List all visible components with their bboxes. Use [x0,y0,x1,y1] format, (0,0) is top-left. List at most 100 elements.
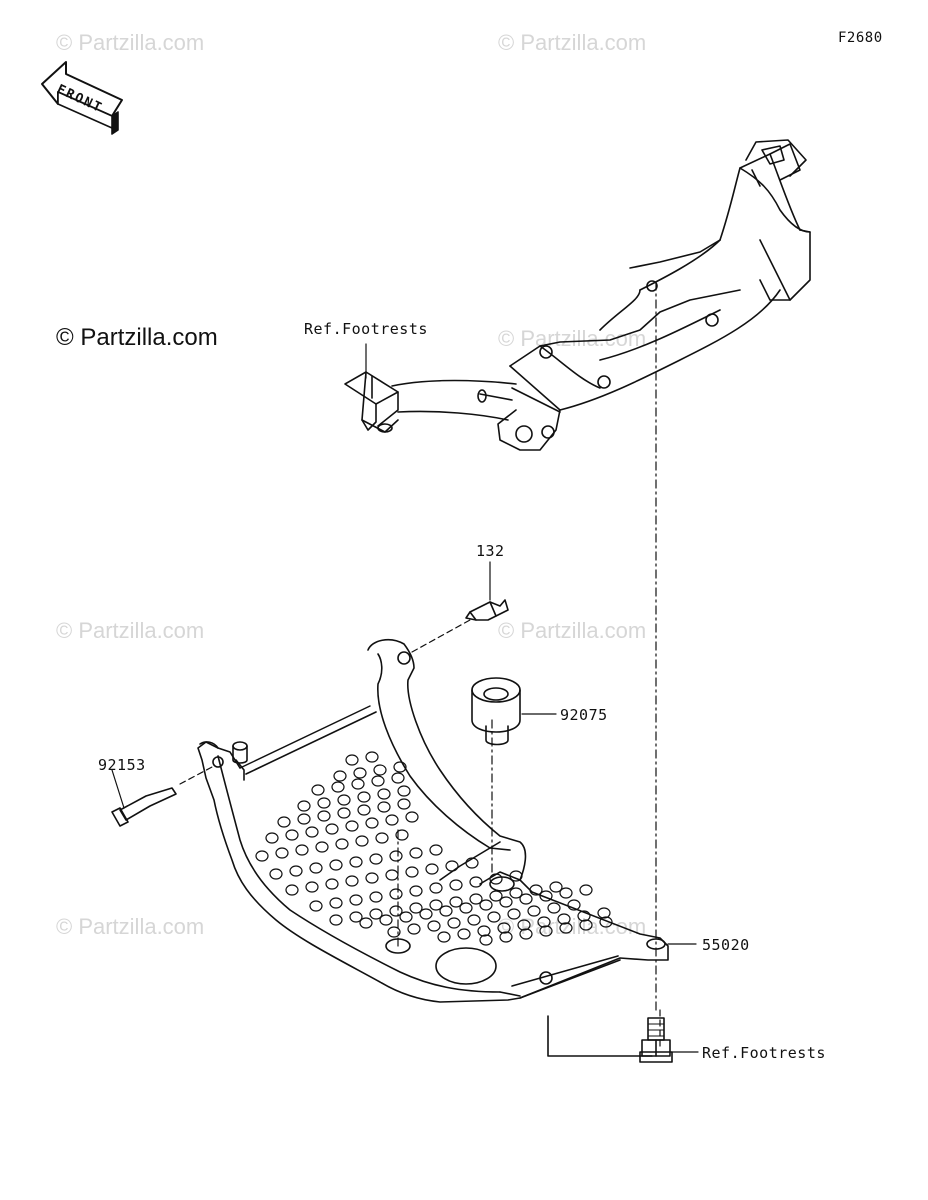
perforation-hole [557,913,571,925]
perforation-hole [399,911,413,923]
perforation-hole [487,911,501,923]
perforation-hole [409,902,423,914]
perforation-hole [459,902,473,914]
perforation-hole [275,847,289,859]
perforation-hole [373,764,387,776]
perforation-hole [397,798,411,810]
perforation-hole [437,931,451,943]
perforation-hole [405,866,419,878]
perforation-hole [517,919,531,931]
perforation-hole [445,860,459,872]
perforation-hole [297,813,311,825]
perforation-hole [579,884,593,896]
perforation-hole [389,905,403,917]
perforation-hole [457,928,471,940]
perforation-hole [419,908,433,920]
label-ref-footrests-top: Ref.Footrests [304,320,428,338]
perforation-hole [391,772,405,784]
perforation-hole [255,850,269,862]
perforation-hole [337,794,351,806]
perforation-hole [449,896,463,908]
perforation-hole [317,810,331,822]
perforation-hole [265,832,279,844]
bolt-132 [411,599,509,653]
perforation-hole [369,853,383,865]
perforation-hole [469,876,483,888]
watermark: © Partzilla.com [498,30,647,55]
perforation-hole [355,835,369,847]
perforation-hole [329,914,343,926]
perforation-hole [285,829,299,841]
perforation-hole [295,844,309,856]
perforation-hole [395,829,409,841]
perforation-hole [309,862,323,874]
perforation-hole [365,817,379,829]
label-part-55020: 55020 [702,936,750,954]
perforation-hole [509,887,523,899]
bushing-92075 [471,677,521,746]
perforation-hole [369,891,383,903]
perforation-hole [387,926,401,938]
perforation-hole [345,754,359,766]
perforation-hole [335,838,349,850]
perforation-hole [409,847,423,859]
perforation-hole [465,857,479,869]
perforation-hole [285,884,299,896]
perforation-hole [427,920,441,932]
perforation-hole [385,814,399,826]
perforation-hole [305,826,319,838]
perforation-hole [305,881,319,893]
perforation-hole [567,899,581,911]
perforation-hole [519,928,533,940]
perforation-hole [477,925,491,937]
perforation-hole [359,917,373,929]
perforation-hole [365,872,379,884]
label-part-92153: 92153 [98,756,146,774]
perforation-hole [497,922,511,934]
perforation-hole [489,890,503,902]
perforation-hole [527,905,541,917]
perforation-hole [499,896,513,908]
perforation-hole [479,899,493,911]
front-arrow-icon: FRONT [41,61,123,135]
perforation-hole [329,897,343,909]
perforation-hole [317,797,331,809]
perforation-hole [351,778,365,790]
figure-code: F2680 [838,30,883,46]
bolt-92153 [111,765,215,827]
perforation-hole [405,811,419,823]
perforation-hole [371,775,385,787]
perforation-hole [407,923,421,935]
perforation-hole [345,875,359,887]
perforation-hole [539,890,553,902]
label-part-132: 132 [476,542,505,560]
watermark: © Partzilla.com [498,618,647,643]
perforation-hole [289,865,303,877]
perforation-hole [333,770,347,782]
perforation-hole [309,900,323,912]
perforation-hole [353,767,367,779]
perforation-hole [499,931,513,943]
perforation-hole [349,911,363,923]
perforation-hole [447,917,461,929]
perforation-hole [559,922,573,934]
watermark: © Partzilla.com [56,914,205,939]
perforation-hole [389,888,403,900]
perforation-hole [429,882,443,894]
perforation-hole [337,807,351,819]
perforation-hole [467,914,481,926]
perforation-hole [539,925,553,937]
perforation-hole [311,784,325,796]
perforation-hole [579,919,593,931]
perforation-hole [379,914,393,926]
perforation-hole [365,751,379,763]
perforation-hole [377,801,391,813]
frame-footrest-bracket [344,139,811,451]
perforation-hole [599,916,613,928]
perforation-hole [537,916,551,928]
perforation-hole [469,893,483,905]
perforation-hole [429,844,443,856]
watermark: © Partzilla.com [56,30,205,55]
